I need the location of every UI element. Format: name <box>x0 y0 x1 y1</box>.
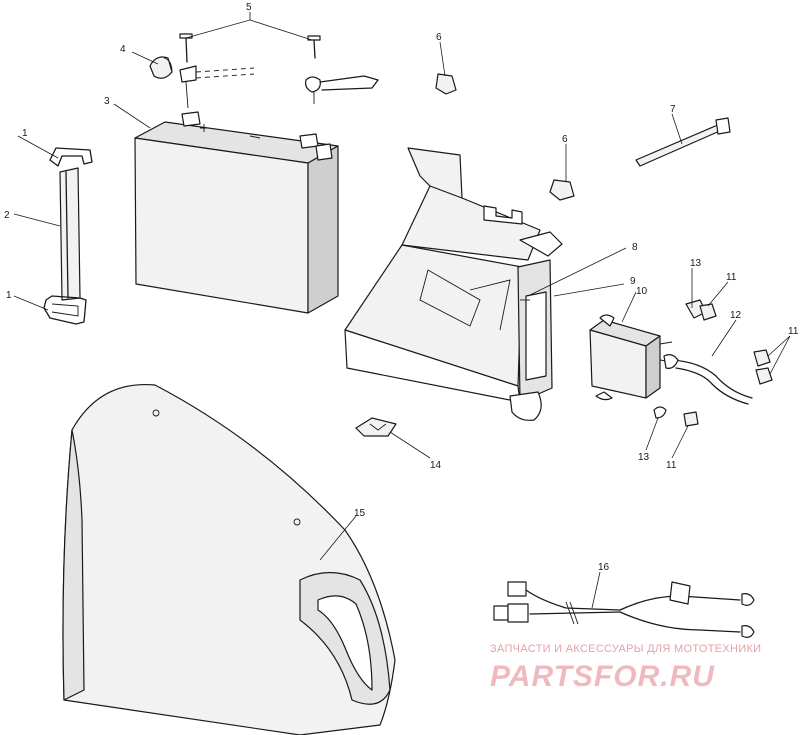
battery-box <box>344 147 563 421</box>
callout-1-top: 1 <box>22 128 28 139</box>
callout-13-bottom: 13 <box>638 452 650 463</box>
callout-5: 5 <box>246 2 252 13</box>
watermark-tagline: ЗАПЧАСТИ И АКСЕССУАРЫ ДЛЯ МОТОТЕХНИКИ <box>490 643 761 655</box>
callout-3: 3 <box>104 96 110 107</box>
callout-9: 9 <box>630 276 636 287</box>
callout-7: 7 <box>670 104 676 115</box>
battery <box>134 111 339 314</box>
callout-11-bottom: 11 <box>666 460 677 471</box>
callout-12: 12 <box>730 310 742 321</box>
watermark-brand: PARTSFOR.RU <box>490 660 715 693</box>
battery-cable <box>663 354 753 405</box>
leader-lines <box>13 12 791 609</box>
wiring-harness <box>493 581 755 638</box>
callout-14: 14 <box>430 460 442 471</box>
cage-nuts <box>435 73 575 201</box>
nuts-washers <box>653 299 773 427</box>
callout-6-lower: 6 <box>562 134 568 145</box>
callout-2: 2 <box>4 210 10 221</box>
cable-tie <box>635 117 731 167</box>
callout-6-top: 6 <box>436 32 442 43</box>
callout-8: 8 <box>632 242 638 253</box>
callout-13-top: 13 <box>690 258 702 269</box>
callout-4: 4 <box>120 44 126 55</box>
battery-cover <box>62 383 396 735</box>
terminal-bolts <box>179 33 379 109</box>
callout-11-right: 11 <box>788 326 799 337</box>
terminal-cap <box>149 56 173 79</box>
callout-10: 10 <box>636 286 648 297</box>
fastener-clip <box>355 417 397 437</box>
solenoid <box>589 314 673 401</box>
watermark: ЗАПЧАСТИ И АКСЕССУАРЫ ДЛЯ МОТОТЕХНИКИ PA… <box>490 643 761 693</box>
callouts: 1 2 1 3 4 5 6 6 7 8 9 10 13 11 12 11 13 … <box>4 2 799 573</box>
callout-16: 16 <box>598 562 610 573</box>
callout-15: 15 <box>354 508 366 519</box>
battery-strap <box>43 147 93 325</box>
callout-1-bottom: 1 <box>6 290 12 301</box>
callout-11-top: 11 <box>726 272 737 283</box>
